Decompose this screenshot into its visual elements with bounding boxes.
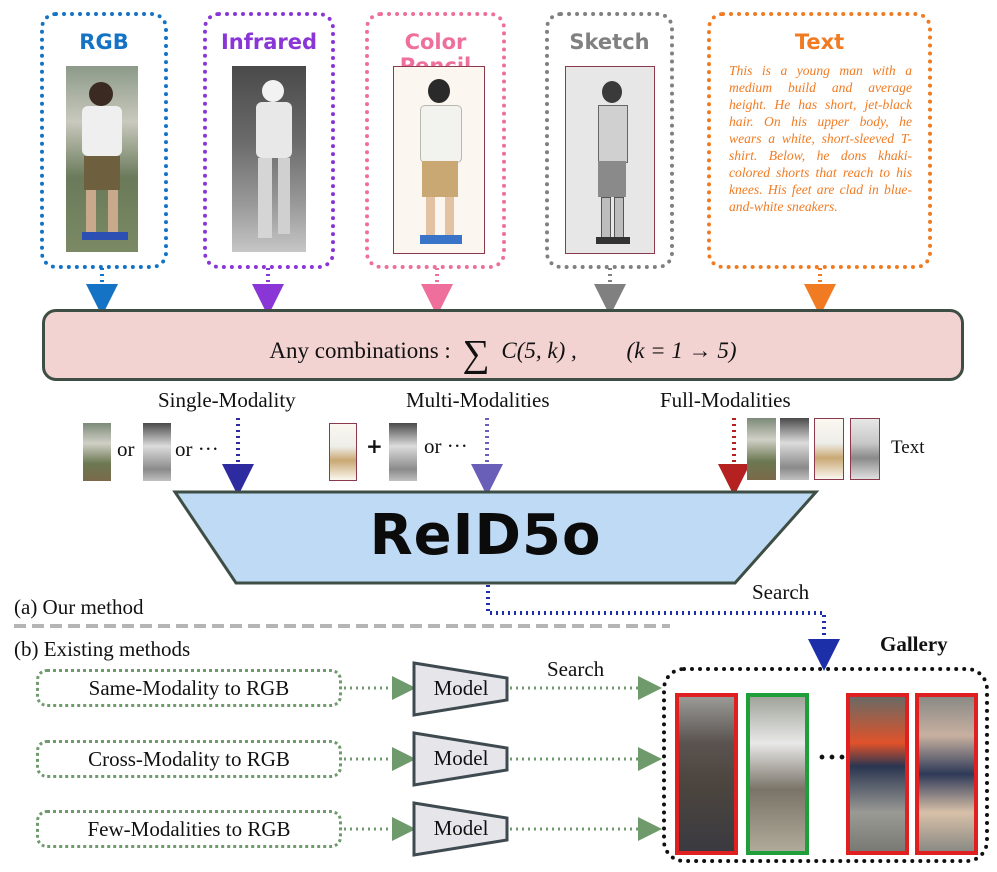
- multi-or-more-label: or ···: [424, 434, 468, 458]
- infrared-photo: [232, 66, 306, 252]
- gallery-box: ···: [662, 667, 989, 863]
- model-label-1: Model: [433, 676, 489, 700]
- model-shape-2: [412, 731, 509, 787]
- model-shape-1: [412, 661, 509, 717]
- full-text-label: Text: [891, 437, 925, 458]
- model-label-3: Model: [433, 816, 489, 840]
- gallery-image-3: [846, 693, 909, 855]
- model-label-2: Model: [433, 746, 489, 770]
- multi-modalities-label: Multi-Modalities: [406, 388, 550, 412]
- full-rgb-thumb: [747, 418, 776, 480]
- single-or-more-label: or ···: [175, 437, 219, 461]
- rgb-modality-box: RGB: [40, 12, 168, 269]
- single-or-label: or: [117, 437, 135, 461]
- combinations-formula: Any combinations : ∑ C(5, k) , (k = 1 → …: [45, 332, 961, 376]
- few-modalities-method: Few-Modalities to RGB: [36, 810, 342, 848]
- reid5o-title: ReID5o: [369, 503, 602, 568]
- text-label: Text: [794, 30, 845, 54]
- multi-plus-label: +: [366, 434, 383, 458]
- full-sketch-thumb: [850, 418, 880, 480]
- text-modality-box: Text This is a young man with a medium b…: [707, 12, 932, 269]
- section-b-label: (b) Existing methods: [14, 637, 191, 661]
- full-modalities-label: Full-Modalities: [660, 388, 791, 412]
- combinations-bar: Any combinations : ∑ C(5, k) , (k = 1 → …: [42, 309, 964, 381]
- reid5o-model-shape: [172, 490, 820, 585]
- gallery-image-1: [675, 693, 738, 855]
- full-infrared-thumb: [780, 418, 809, 480]
- color-pencil-photo: [393, 66, 485, 254]
- sum-symbol: ∑: [462, 333, 490, 375]
- gallery-title: Gallery: [880, 632, 948, 656]
- search-label-main: Search: [752, 580, 810, 604]
- infrared-modality-box: Infrared: [203, 12, 335, 269]
- infrared-label: Infrared: [220, 30, 318, 54]
- search-label-existing: Search: [547, 657, 605, 681]
- same-modality-method: Same-Modality to RGB: [36, 669, 342, 707]
- sketch-photo: [565, 66, 655, 254]
- rgb-photo: [66, 66, 138, 252]
- gallery-image-4: [915, 693, 978, 855]
- gallery-image-2: [746, 693, 809, 855]
- cross-modality-method: Cross-Modality to RGB: [36, 740, 342, 778]
- section-a-label: (a) Our method: [14, 595, 144, 619]
- sketch-modality-box: Sketch: [545, 12, 674, 269]
- single-infrared-thumb: [143, 423, 171, 481]
- full-color-pencil-thumb: [814, 418, 844, 480]
- multi-infrared-thumb: [389, 423, 417, 481]
- single-modality-label: Single-Modality: [158, 388, 296, 412]
- model-shape-3: [412, 801, 509, 857]
- text-description: This is a young man with a medium build …: [729, 63, 912, 214]
- search-path-arrow: [486, 585, 840, 671]
- single-rgb-thumb: [83, 423, 111, 481]
- sketch-label: Sketch: [569, 30, 650, 54]
- color-pencil-modality-box: Color Pencil: [365, 12, 506, 269]
- multi-color-pencil-thumb: [329, 423, 357, 481]
- combinations-range: (k = 1 → 5): [626, 338, 737, 363]
- combinations-prefix: Any combinations :: [269, 338, 451, 363]
- gallery-ellipsis: ···: [816, 741, 847, 774]
- rgb-label: RGB: [79, 30, 129, 54]
- combinations-term: C(5, k) ,: [501, 338, 577, 363]
